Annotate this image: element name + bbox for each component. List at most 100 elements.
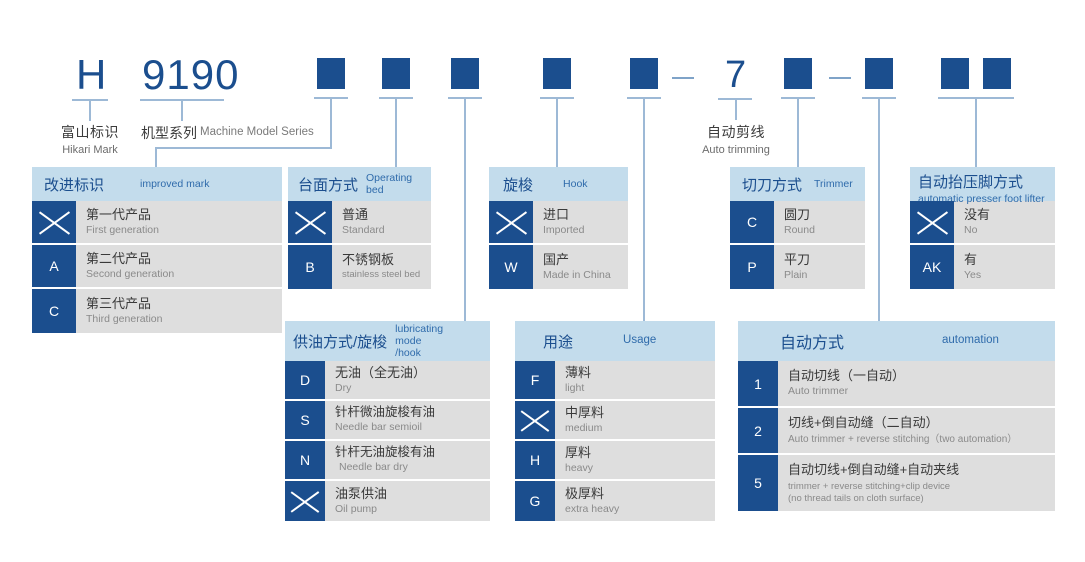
row-code-cell: P xyxy=(730,245,774,289)
table-hook-rows: 进口 Imported W 国产 Made in China xyxy=(489,201,628,289)
row-code-cell: W xyxy=(489,245,533,289)
table-row[interactable]: 进口 Imported xyxy=(489,201,628,245)
row-label-cn: 薄料 xyxy=(565,364,592,380)
callout-hikari-mark: 富山标识 Hikari Mark xyxy=(47,122,133,156)
table-improved-mark-header-en: improved mark xyxy=(140,177,210,190)
table-usage-header-en: Usage xyxy=(623,334,657,347)
row-code-cell: N xyxy=(285,441,325,479)
table-hook-header: 旋梭 Hook xyxy=(489,167,628,201)
row-code-cell: 2 xyxy=(738,408,778,453)
connector-sq1-v xyxy=(330,97,332,148)
row-label-en: First generation xyxy=(86,223,159,236)
row-label-cn: 厚料 xyxy=(565,444,592,460)
table-row[interactable]: S 针杆微油旋梭有油 Needle bar semioil xyxy=(285,401,490,441)
row-label-cn: 国产 xyxy=(543,251,570,267)
row-code-cell xyxy=(32,201,76,243)
row-text-cell: 中厚料 medium xyxy=(555,401,715,439)
row-text-cell: 厚料 heavy xyxy=(555,441,715,479)
row-text-cell: 无油（全无油） Dry xyxy=(325,361,490,399)
row-label-en: Third generation xyxy=(86,312,163,325)
table-row[interactable]: C 第三代产品 Third generation xyxy=(32,289,282,333)
row-label-cn: 圆刀 xyxy=(784,206,811,222)
auto-trimming-cn: 自动剪线 xyxy=(707,124,765,140)
table-presser-foot-lifter-rows: 没有 No AK 有 Yes xyxy=(910,201,1055,289)
row-text-cell: 第二代产品 Second generation xyxy=(76,245,282,287)
row-code-cell xyxy=(288,201,332,243)
row-text-cell: 圆刀 Round xyxy=(774,201,865,243)
row-code-cell xyxy=(515,401,555,439)
table-operating-bed: 台面方式 Operating bed 普通 Standard B 不锈钢板 st… xyxy=(288,167,431,289)
row-label-en: Needle bar dry xyxy=(339,461,408,474)
row-label-cn: 普通 xyxy=(342,206,369,222)
machine-series-connector xyxy=(181,99,183,121)
connector-sq89-v xyxy=(975,97,977,167)
table-row[interactable]: 2 切线+倒自动缝（二自动） Auto trimmer + reverse st… xyxy=(738,408,1055,455)
row-label-cn: 针杆无油旋梭有油 xyxy=(335,444,436,459)
table-row[interactable]: AK 有 Yes xyxy=(910,245,1055,289)
table-row[interactable]: 油泵供油 Oil pump xyxy=(285,481,490,521)
row-code-cell: F xyxy=(515,361,555,399)
code-square-5 xyxy=(630,58,658,89)
table-row[interactable]: 中厚料 medium xyxy=(515,401,715,441)
table-row[interactable]: 1 自动切线（一自动） Auto trimmer xyxy=(738,361,1055,408)
table-improved-mark-header-cn: 改进标识 xyxy=(44,176,105,194)
table-row[interactable]: 普通 Standard xyxy=(288,201,431,245)
table-presser-foot-lifter: 自动抬压脚方式 automatic presser foot lifter 没有… xyxy=(910,167,1055,289)
row-label-en: extra heavy xyxy=(565,502,620,515)
table-row[interactable]: G 极厚料 extra heavy xyxy=(515,481,715,521)
table-automation: 自动方式 automation 1 自动切线（一自动） Auto trimmer… xyxy=(738,321,1055,511)
row-text-cell: 自动切线（一自动） Auto trimmer xyxy=(778,361,1055,406)
table-operating-bed-rows: 普通 Standard B 不锈钢板 stainless steel bed xyxy=(288,201,431,289)
table-row[interactable]: 5 自动切线+倒自动缝+自动夹线 trimmer + reverse stitc… xyxy=(738,455,1055,511)
table-row[interactable]: N 针杆无油旋梭有油 Needle bar dry xyxy=(285,441,490,481)
connector-sq4-v xyxy=(556,97,558,167)
row-label-cn: 进口 xyxy=(543,206,570,222)
row-code-cell xyxy=(910,201,954,243)
table-automation-header: 自动方式 automation xyxy=(738,321,1055,361)
row-label-en: Round xyxy=(784,223,815,236)
table-trimmer-rows: C 圆刀 Round P 平刀 Plain xyxy=(730,201,865,289)
row-code-cell: 1 xyxy=(738,361,778,406)
row-code-cell xyxy=(285,481,325,521)
row-text-cell: 不锈钢板 stainless steel bed xyxy=(332,245,431,289)
row-label-en: Imported xyxy=(543,223,585,236)
row-label-en: Yes xyxy=(964,268,982,281)
code-square-7 xyxy=(865,58,893,89)
table-row[interactable]: 没有 No xyxy=(910,201,1055,245)
row-label-en: Auto trimmer xyxy=(788,385,849,398)
row-text-cell: 进口 Imported xyxy=(533,201,628,243)
row-text-cell: 第一代产品 First generation xyxy=(76,201,282,243)
table-row[interactable]: 第一代产品 First generation xyxy=(32,201,282,245)
connector-sq6-v xyxy=(797,97,799,167)
table-row[interactable]: C 圆刀 Round xyxy=(730,201,865,245)
table-hook-header-en: Hook xyxy=(563,177,588,190)
table-row[interactable]: P 平刀 Plain xyxy=(730,245,865,289)
row-label-cn: 第二代产品 xyxy=(86,250,152,266)
table-improved-mark-header: 改进标识 improved mark xyxy=(32,167,282,201)
table-row[interactable]: D 无油（全无油） Dry xyxy=(285,361,490,401)
hikari-mark-connector xyxy=(89,99,91,121)
table-automation-rows: 1 自动切线（一自动） Auto trimmer 2 切线+倒自动缝（二自动） … xyxy=(738,361,1055,511)
connector-sq1-h xyxy=(155,147,332,149)
row-text-cell: 普通 Standard xyxy=(332,201,431,243)
hikari-mark-cn: 富山标识 xyxy=(61,124,119,140)
table-row[interactable]: A 第二代产品 Second generation xyxy=(32,245,282,289)
row-code-cell: D xyxy=(285,361,325,399)
table-row[interactable]: F 薄料 light xyxy=(515,361,715,401)
table-row[interactable]: W 国产 Made in China xyxy=(489,245,628,289)
table-trimmer-header-cn: 切刀方式 xyxy=(742,176,803,194)
row-label-en: Needle bar semioil xyxy=(335,421,422,434)
table-row[interactable]: H 厚料 heavy xyxy=(515,441,715,481)
row-code-cell: 5 xyxy=(738,455,778,511)
row-label-en: Plain xyxy=(784,268,808,281)
connector-sq2-v xyxy=(395,97,397,167)
row-text-cell: 针杆无油旋梭有油 Needle bar dry xyxy=(325,441,490,479)
hikari-mark-en: Hikari Mark xyxy=(62,144,118,156)
table-improved-mark: 改进标识 improved mark 第一代产品 First generatio… xyxy=(32,167,282,333)
row-code-cell: S xyxy=(285,401,325,439)
row-code-cell: H xyxy=(515,441,555,479)
table-trimmer-header: 切刀方式 Trimmer xyxy=(730,167,865,201)
table-row[interactable]: B 不锈钢板 stainless steel bed xyxy=(288,245,431,289)
auto-trimming-en: Auto trimming xyxy=(702,144,770,156)
